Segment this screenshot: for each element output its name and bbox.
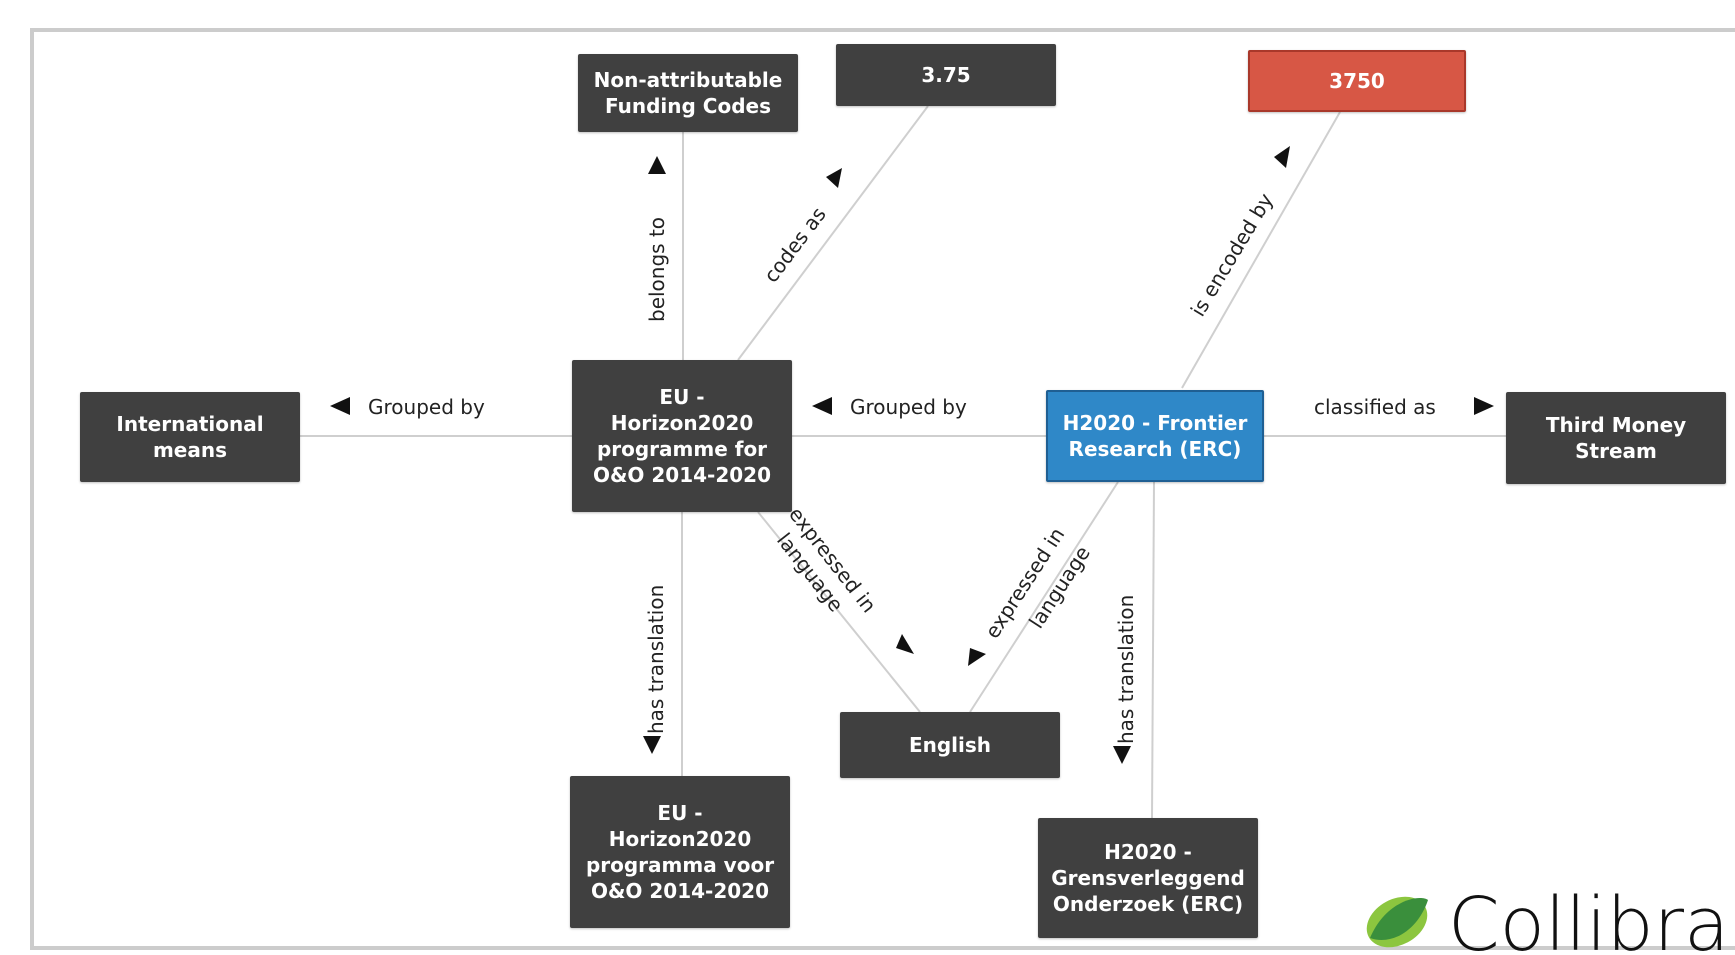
edge-label-classified-as: classified as (1314, 395, 1494, 419)
node-international-means[interactable]: International means (80, 392, 300, 482)
edge-label-grouped-by-2: Grouped by (812, 395, 967, 419)
collibra-leaf-icon (1366, 896, 1428, 948)
has-translation-label-2: has translation (1114, 595, 1138, 744)
node-eu-horizon2020-programme[interactable]: EU - Horizon2020 programme for O&O 2014-… (572, 360, 792, 512)
edge-label-belongs-to: belongs to (645, 156, 669, 322)
arrow-diagonal-icon (896, 634, 914, 654)
arrow-diagonal-icon (1274, 146, 1290, 168)
node-h2020-grensverleggend-onderzoek[interactable]: H2020 - Grensverleggend Onderzoek (ERC) (1038, 818, 1258, 938)
edge-label-expressed-in-1: expressed in language (772, 502, 914, 654)
classified-as-label: classified as (1314, 395, 1436, 419)
arrow-right-icon (1474, 397, 1494, 415)
edge-has-translation-2 (1151, 481, 1155, 819)
grouped-by-label-2: Grouped by (850, 395, 967, 419)
edge-label-codes-as: codes as (759, 168, 842, 287)
node-third-money-stream[interactable]: Third Money Stream (1506, 392, 1726, 484)
arrow-down-icon (643, 736, 661, 754)
edge-label-grouped-by-1: Grouped by (330, 395, 485, 419)
belongs-to-label: belongs to (645, 217, 669, 322)
arrow-diagonal-icon (826, 168, 842, 188)
edge-label-has-translation-1: has translation (643, 585, 668, 754)
codes-as-label: codes as (759, 203, 831, 287)
collibra-wordmark: Collibra (1448, 882, 1729, 955)
collibra-logo: Collibra (1366, 882, 1729, 955)
has-translation-label-1: has translation (644, 585, 668, 734)
arrow-left-icon (812, 397, 832, 415)
edge-label-is-encoded-by: is encoded by (1186, 146, 1290, 321)
arrow-diagonal-icon (968, 648, 986, 666)
node-non-attributable-funding-codes[interactable]: Non-attributable Funding Codes (578, 54, 798, 132)
node-code-3-75[interactable]: 3.75 (836, 44, 1056, 106)
arrow-left-icon (330, 397, 350, 415)
arrow-up-icon (648, 156, 666, 174)
grouped-by-label-1: Grouped by (368, 395, 485, 419)
node-h2020-frontier-research[interactable]: H2020 - Frontier Research (ERC) (1046, 390, 1264, 482)
node-eu-horizon2020-programma[interactable]: EU - Horizon2020 programma voor O&O 2014… (570, 776, 790, 928)
node-english[interactable]: English (840, 712, 1060, 778)
edge-is-encoded-by (1181, 111, 1341, 389)
edge-codes-as (737, 105, 929, 361)
diagram-canvas (30, 28, 1735, 950)
arrow-down-icon (1113, 746, 1131, 764)
edge-label-expressed-in-2: expressed in language (968, 523, 1095, 666)
edge-label-has-translation-2: has translation (1113, 595, 1138, 764)
edge-expressed-in-1 (757, 511, 921, 713)
node-code-3750[interactable]: 3750 (1248, 50, 1466, 112)
edge-expressed-in-2 (969, 481, 1119, 713)
